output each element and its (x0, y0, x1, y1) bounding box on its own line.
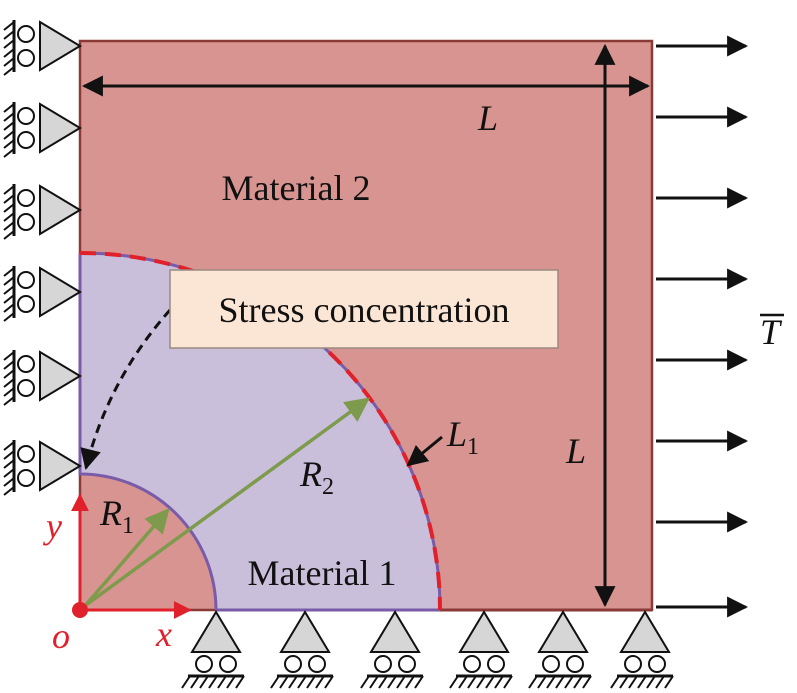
roller-support-icon (3, 350, 82, 406)
roller-support-icon (3, 266, 82, 322)
inner-radius-arrow (82, 508, 170, 609)
material-1-label: Material 1 (248, 553, 397, 593)
outer-radius-arrow (84, 397, 370, 607)
roller-support-icon (360, 610, 424, 689)
inner-radius-label: R1 (99, 493, 134, 539)
roller-support-icon (181, 610, 245, 689)
stress-concentration-pointer (80, 309, 172, 471)
roller-support-icon (528, 610, 592, 689)
bottom-roller-supports (181, 610, 674, 689)
hole-edge (78, 253, 218, 611)
roller-support-icon (3, 102, 82, 158)
x-axis-label: x (155, 614, 172, 654)
roller-support-icon (3, 20, 82, 76)
traction-label: T (760, 312, 783, 352)
roller-support-icon (270, 610, 334, 689)
interface-dashed-line (79, 251, 442, 611)
y-axis-label: y (43, 506, 62, 546)
origin-point (72, 602, 88, 618)
stress-concentration-callout: Stress concentration (169, 269, 559, 349)
roller-support-icon (3, 440, 82, 496)
interface-label-pointer (406, 435, 443, 467)
roller-support-icon (610, 610, 674, 689)
origin-label: o (52, 616, 70, 656)
traction-arrows (656, 35, 749, 618)
height-label: L (565, 431, 586, 471)
material-2-label: Material 2 (222, 168, 371, 208)
roller-support-icon (449, 610, 513, 689)
left-roller-supports (3, 20, 82, 496)
interface-label: L1 (446, 414, 479, 460)
callout-text: Stress concentration (219, 290, 510, 330)
roller-support-icon (3, 184, 82, 240)
outer-radius-label: R2 (299, 454, 334, 500)
width-label: L (477, 98, 498, 138)
